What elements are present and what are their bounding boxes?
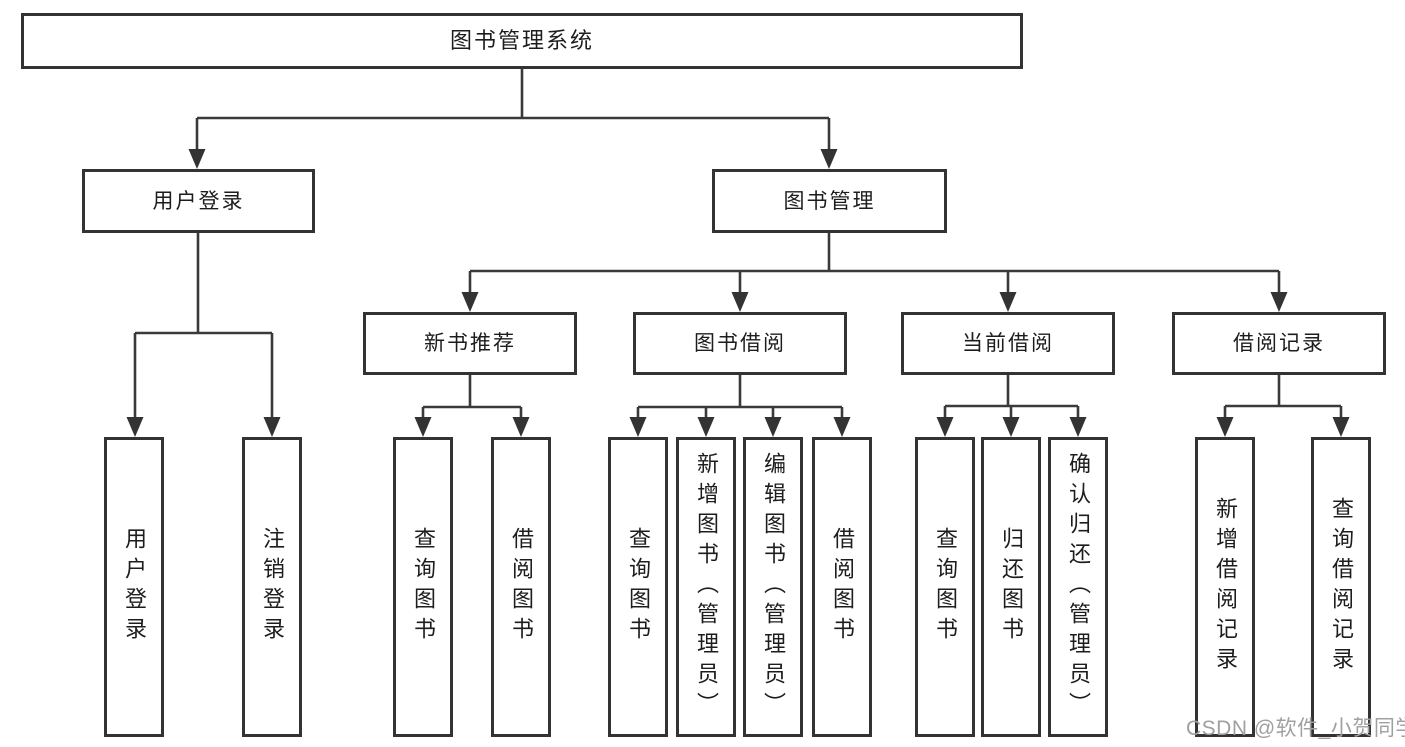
node-borrow-records: 借阅记录: [1172, 312, 1386, 375]
node-leaf-edit-book-admin: 编辑图书（管理员）: [743, 437, 803, 737]
node-current-borrow: 当前借阅: [901, 312, 1115, 375]
node-leaf-borrow-book-recommend: 借阅图书: [491, 437, 551, 737]
node-leaf-query-book-borrow: 查询图书: [608, 437, 668, 737]
node-leaf-query-borrow-record: 查询借阅记录: [1311, 437, 1371, 737]
csdn-watermark: CSDN @软件_小贺同学: [1186, 717, 1405, 740]
node-leaf-add-borrow-record: 新增借阅记录: [1195, 437, 1255, 737]
connector-current-borrow-to-leaves: [936, 375, 1087, 437]
connector-new-book-recommend-to-leaves: [414, 375, 530, 437]
connector-root-to-level1: [188, 69, 838, 169]
connector-borrow-records-to-leaves: [1216, 375, 1350, 437]
node-leaf-user-login: 用户登录: [104, 437, 164, 737]
node-book-borrow: 图书借阅: [633, 312, 847, 375]
node-leaf-query-book-current: 查询图书: [915, 437, 975, 737]
connector-user-login-to-leaves: [126, 233, 281, 437]
node-leaf-confirm-return-admin: 确认归还（管理员）: [1048, 437, 1108, 737]
node-new-book-recommend: 新书推荐: [363, 312, 577, 375]
connector-book-management-to-level2: [461, 233, 1288, 312]
node-leaf-query-book-recommend: 查询图书: [393, 437, 453, 737]
node-book-management: 图书管理: [712, 169, 947, 233]
connector-book-borrow-to-leaves: [629, 375, 851, 437]
node-leaf-add-book-admin: 新增图书（管理员）: [676, 437, 736, 737]
node-leaf-borrow-book: 借阅图书: [812, 437, 872, 737]
node-user-login: 用户登录: [82, 169, 315, 233]
node-leaf-return-book: 归还图书: [981, 437, 1041, 737]
node-root-system: 图书管理系统: [21, 13, 1023, 69]
node-leaf-logout: 注销登录: [242, 437, 302, 737]
